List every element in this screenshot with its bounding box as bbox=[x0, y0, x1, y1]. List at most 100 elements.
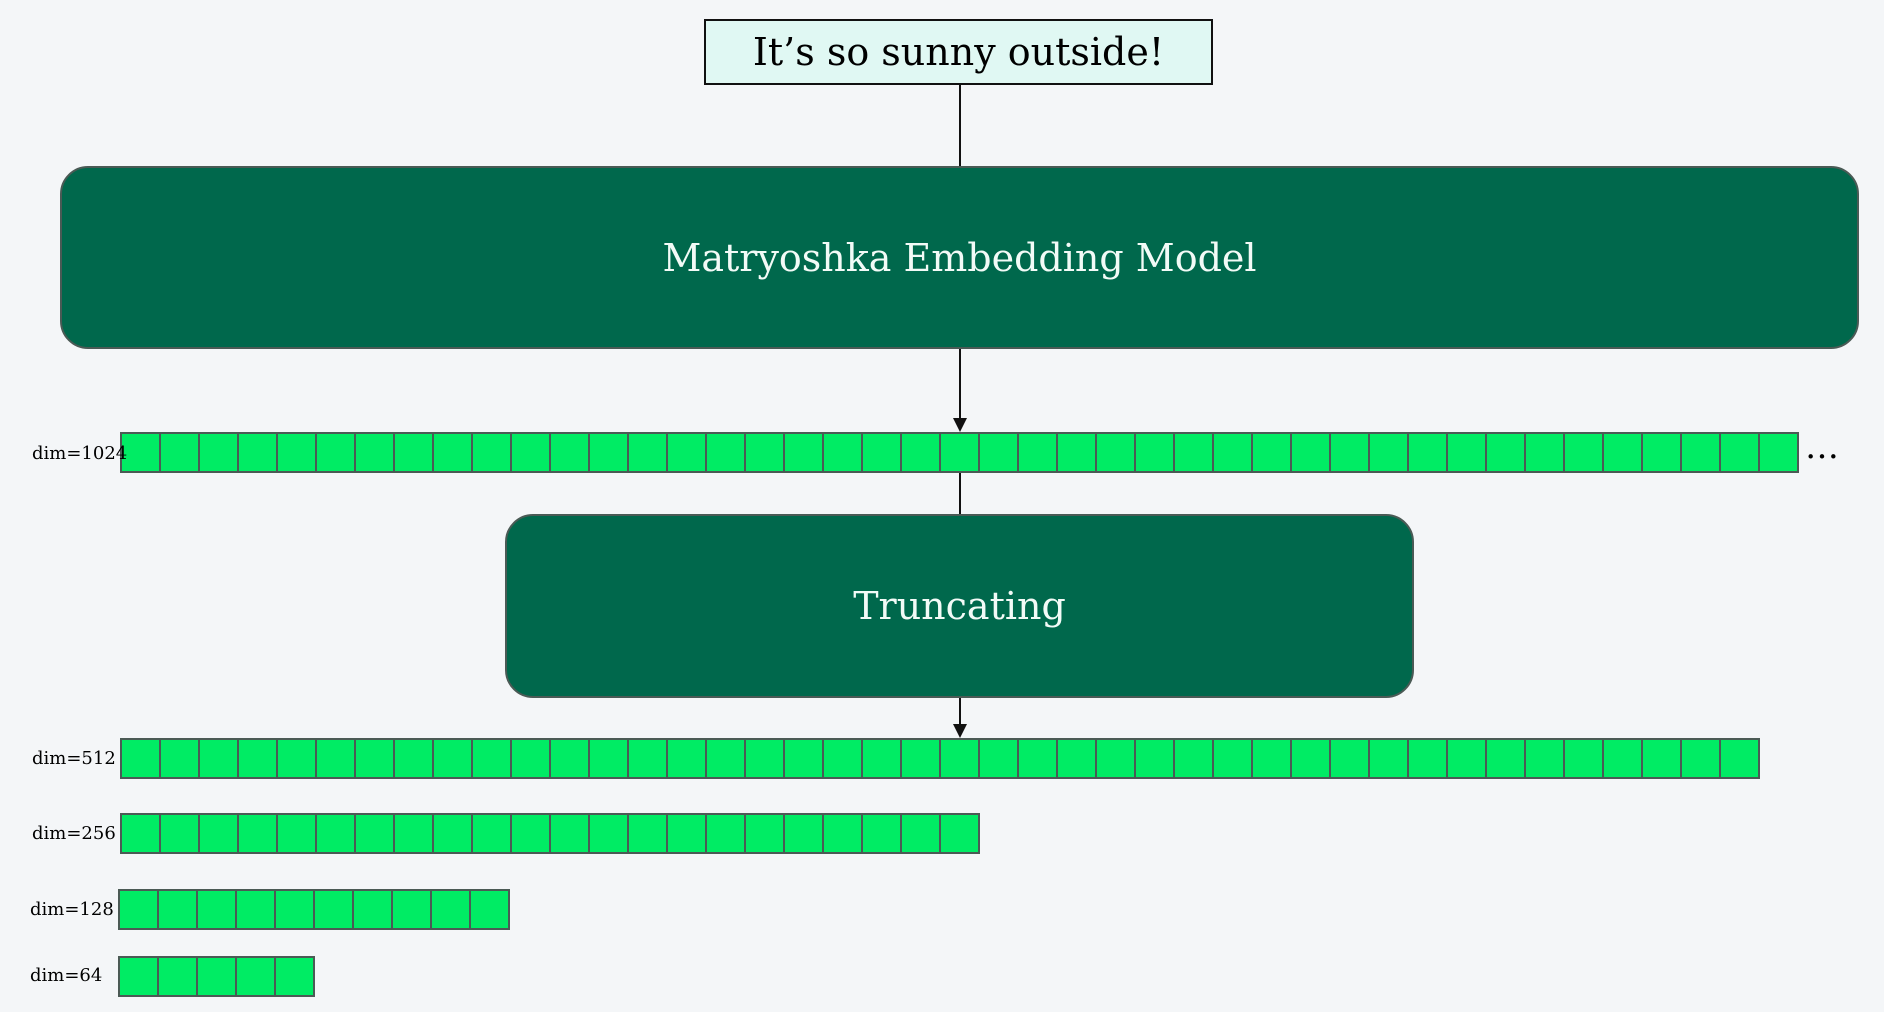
embedding-cell bbox=[588, 432, 629, 473]
embedding-cell bbox=[432, 738, 473, 779]
embedding-cell bbox=[549, 738, 590, 779]
embedding-cell bbox=[783, 813, 824, 854]
embedding-cell bbox=[588, 813, 629, 854]
embedding-cell bbox=[471, 432, 512, 473]
embedding-cell bbox=[744, 813, 785, 854]
embedding-cell bbox=[471, 738, 512, 779]
embedding-cell bbox=[120, 432, 161, 473]
embedding-cell bbox=[861, 738, 902, 779]
embedding-cell bbox=[1563, 432, 1604, 473]
embedding-cell bbox=[549, 432, 590, 473]
input-sentence-text: It’s so sunny outside! bbox=[752, 30, 1165, 74]
embedding-cell bbox=[978, 432, 1019, 473]
embedding-cell bbox=[510, 813, 551, 854]
embedding-cell bbox=[276, 738, 317, 779]
embedding-cell bbox=[1602, 432, 1643, 473]
embedding-cell bbox=[196, 956, 237, 997]
embedding-cell bbox=[159, 432, 200, 473]
embedding-cell bbox=[900, 813, 941, 854]
embedding-cell bbox=[354, 738, 395, 779]
embedding-cell bbox=[159, 738, 200, 779]
embedding-cell bbox=[1602, 738, 1643, 779]
embedding-cell bbox=[1446, 432, 1487, 473]
embedding-cell bbox=[393, 813, 434, 854]
embedding-cell bbox=[391, 889, 432, 930]
embedding-cell bbox=[276, 813, 317, 854]
embedding-cell bbox=[1407, 738, 1448, 779]
embedding-cell bbox=[1017, 738, 1058, 779]
embedding-row-dim-64 bbox=[118, 956, 315, 997]
embedding-cell bbox=[274, 956, 315, 997]
embedding-cell bbox=[939, 738, 980, 779]
embedding-row-dim-128 bbox=[118, 889, 510, 930]
embedding-cell bbox=[393, 432, 434, 473]
embedding-cell bbox=[1563, 738, 1604, 779]
embedding-row-dim-256 bbox=[120, 813, 980, 854]
embedding-cell bbox=[1173, 432, 1214, 473]
embedding-cell bbox=[1641, 738, 1682, 779]
embedding-cell bbox=[744, 738, 785, 779]
embedding-cells bbox=[118, 432, 1799, 997]
embedding-cell bbox=[627, 738, 668, 779]
embedding-cell bbox=[861, 432, 902, 473]
embedding-cell bbox=[1524, 738, 1565, 779]
embedding-cell bbox=[1407, 432, 1448, 473]
embedding-cell bbox=[471, 813, 512, 854]
embedding-cell bbox=[274, 889, 315, 930]
dim-label-256: dim=256 bbox=[32, 823, 116, 844]
embedding-cell bbox=[1173, 738, 1214, 779]
embedding-cell bbox=[666, 813, 707, 854]
embedding-cell bbox=[159, 813, 200, 854]
embedding-cell bbox=[469, 889, 510, 930]
embedding-cell bbox=[313, 889, 354, 930]
model-label: Matryoshka Embedding Model bbox=[662, 235, 1257, 280]
input-sentence-box: It’s so sunny outside! bbox=[704, 19, 1213, 85]
embedding-cell bbox=[978, 738, 1019, 779]
embedding-cell bbox=[237, 813, 278, 854]
embedding-cell bbox=[1329, 432, 1370, 473]
embedding-cell bbox=[237, 432, 278, 473]
truncating-label: Truncating bbox=[853, 584, 1066, 628]
embedding-cell bbox=[588, 738, 629, 779]
embedding-cell bbox=[1329, 738, 1370, 779]
embedding-cell bbox=[705, 738, 746, 779]
embedding-cell bbox=[157, 956, 198, 997]
embedding-cell bbox=[198, 738, 239, 779]
embedding-cell bbox=[1680, 738, 1721, 779]
embedding-cell bbox=[118, 889, 159, 930]
dim-label-64: dim=64 bbox=[30, 965, 103, 986]
embedding-row-dim-512 bbox=[120, 738, 1760, 779]
embedding-cell bbox=[1719, 738, 1760, 779]
embedding-cell bbox=[1680, 432, 1721, 473]
embedding-cell bbox=[120, 813, 161, 854]
embedding-cell bbox=[354, 813, 395, 854]
embedding-cell bbox=[510, 738, 551, 779]
embedding-cell bbox=[120, 738, 161, 779]
embedding-cell bbox=[900, 738, 941, 779]
embedding-cell bbox=[393, 738, 434, 779]
embedding-cell bbox=[627, 432, 668, 473]
embedding-cell bbox=[1095, 738, 1136, 779]
embedding-cell bbox=[1641, 432, 1682, 473]
truncating-box: Truncating bbox=[505, 514, 1414, 698]
embedding-cell bbox=[666, 738, 707, 779]
embedding-cell bbox=[354, 432, 395, 473]
embedding-cell bbox=[705, 813, 746, 854]
embedding-cell bbox=[1446, 738, 1487, 779]
embedding-cell bbox=[1251, 432, 1292, 473]
embedding-cell bbox=[235, 956, 276, 997]
embedding-cell bbox=[510, 432, 551, 473]
dim-label-512: dim=512 bbox=[32, 748, 116, 769]
dim-label-1024: dim=1024 bbox=[32, 443, 128, 464]
embedding-cell bbox=[1212, 738, 1253, 779]
embedding-cell bbox=[861, 813, 902, 854]
embedding-cell bbox=[1017, 432, 1058, 473]
embedding-cell bbox=[1056, 738, 1097, 779]
embedding-cell bbox=[783, 738, 824, 779]
embedding-cell bbox=[1368, 738, 1409, 779]
embedding-cell bbox=[1485, 738, 1526, 779]
embedding-cell bbox=[939, 813, 980, 854]
embedding-cell bbox=[235, 889, 276, 930]
embedding-cell bbox=[315, 738, 356, 779]
